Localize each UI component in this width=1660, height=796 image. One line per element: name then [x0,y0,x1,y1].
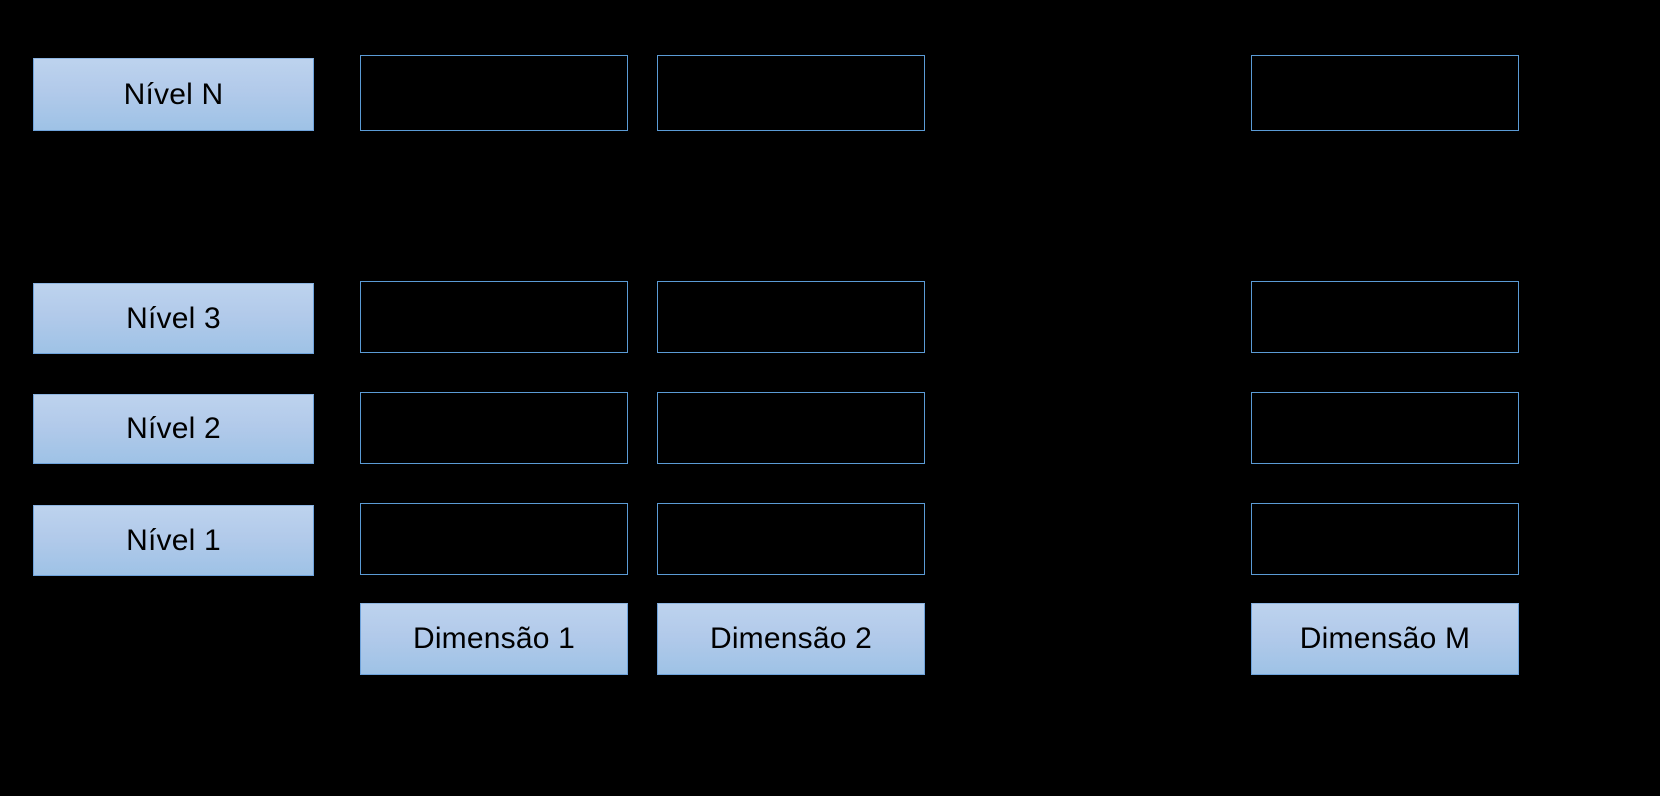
matrix-cell[interactable] [657,392,925,464]
level-label-box[interactable]: Nível 1 [33,505,314,576]
matrix-cell[interactable] [360,55,628,131]
dimension-label-box[interactable]: Dimensão 2 [657,603,925,675]
matrix-cell[interactable] [1251,392,1519,464]
matrix-cell[interactable] [360,503,628,575]
level-label-box[interactable]: Nível N [33,58,314,131]
level-label-box[interactable]: Nível 2 [33,394,314,464]
level-label-text: Nível N [123,77,224,111]
matrix-cell[interactable] [1251,281,1519,353]
level-label-text: Nível 1 [126,523,221,557]
matrix-cell[interactable] [657,55,925,131]
level-label-text: Nível 2 [126,412,221,445]
dimension-label-box[interactable]: Dimensão M [1251,603,1519,675]
matrix-cell[interactable] [360,281,628,353]
dimension-label-text: Dimensão 1 [412,622,576,655]
dimension-label-text: Dimensão M [1299,622,1471,655]
matrix-cell[interactable] [1251,503,1519,575]
matrix-cell[interactable] [657,503,925,575]
level-label-text: Nível 3 [126,301,221,335]
level-label-box[interactable]: Nível 3 [33,283,314,354]
dimension-label-text: Dimensão 2 [709,622,873,655]
matrix-cell[interactable] [657,281,925,353]
matrix-cell[interactable] [1251,55,1519,131]
dimension-label-box[interactable]: Dimensão 1 [360,603,628,675]
matrix-cell[interactable] [360,392,628,464]
